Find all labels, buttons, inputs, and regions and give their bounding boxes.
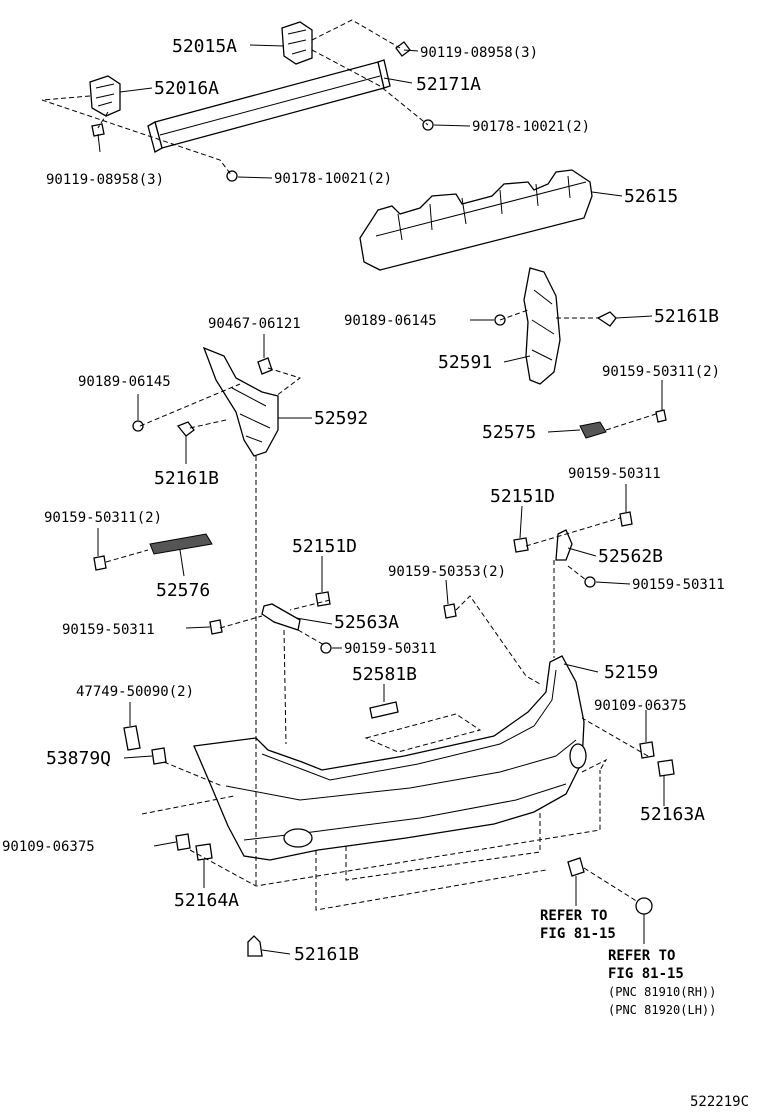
callout-90119-08958-left: 90119-08958(3) bbox=[46, 172, 164, 188]
illustration-code: 522219C bbox=[690, 1094, 749, 1110]
bracket-52016A bbox=[89, 75, 121, 117]
callout-47749-50090: 47749-50090(2) bbox=[76, 684, 194, 700]
callout-labels: 52015A 52016A 52171A 90119-08958(3) 9017… bbox=[2, 36, 749, 1110]
callout-52575: 52575 bbox=[482, 422, 536, 443]
callout-90109-06375-left: 90109-06375 bbox=[2, 839, 95, 855]
callout-90159-50311-a: 90159-50311 bbox=[568, 466, 661, 482]
callout-52151D-right: 52151D bbox=[490, 486, 555, 507]
screw-90189-left bbox=[132, 420, 144, 432]
bolt-90119-left bbox=[91, 123, 105, 153]
bumper-cover-52159 bbox=[193, 655, 587, 861]
callout-52163A: 52163A bbox=[640, 804, 705, 825]
callout-52159: 52159 bbox=[604, 662, 658, 683]
callout-52581B: 52581B bbox=[352, 664, 417, 685]
clip-52151D-left bbox=[315, 591, 331, 607]
callout-52161B-bottom: 52161B bbox=[294, 944, 359, 965]
reinforcement-52171A bbox=[147, 59, 391, 153]
callout-52171A: 52171A bbox=[416, 74, 481, 95]
absorber-52615 bbox=[359, 169, 593, 271]
assembly-lines bbox=[41, 19, 657, 911]
callout-90159-50311-d: 90159-50311 bbox=[344, 641, 437, 657]
clip-52161B-left bbox=[176, 421, 195, 437]
ref-part-81-15-b bbox=[635, 897, 653, 915]
reflector-52581B bbox=[369, 701, 399, 719]
callout-52615: 52615 bbox=[624, 186, 678, 207]
callout-90159-50311-2-right: 90159-50311(2) bbox=[602, 364, 720, 380]
bracket-52562B bbox=[555, 529, 573, 561]
screw-90159-50353 bbox=[443, 603, 457, 619]
screw-90159-52576 bbox=[93, 555, 107, 571]
callout-90189-06145-right: 90189-06145 bbox=[344, 313, 437, 329]
callout-90467-06121: 90467-06121 bbox=[208, 316, 301, 332]
ref-part-81-15-a bbox=[567, 857, 585, 877]
bracket-52563A bbox=[261, 603, 301, 631]
callout-90109-06375-right: 90109-06375 bbox=[594, 698, 687, 714]
callout-90159-50311-c: 90159-50311 bbox=[62, 622, 155, 638]
callout-52562B: 52562B bbox=[598, 546, 663, 567]
screw-90109-right bbox=[639, 741, 655, 759]
refer-to-note-2-line1: REFER TO bbox=[608, 948, 675, 964]
bolt-47749 bbox=[123, 725, 141, 751]
clip-52161B-bottom bbox=[247, 935, 263, 957]
callout-52576: 52576 bbox=[156, 580, 210, 601]
stay-53879Q bbox=[151, 747, 167, 765]
refer-to-note-1-line2: FIG 81-15 bbox=[540, 926, 616, 942]
callout-90119-08958-top: 90119-08958(3) bbox=[420, 45, 538, 61]
clip-52151D-right bbox=[513, 537, 529, 553]
refer-to-note-1-line1: REFER TO bbox=[540, 908, 607, 924]
callout-90159-50311-2-left: 90159-50311(2) bbox=[44, 510, 162, 526]
screw-90109-left bbox=[175, 833, 191, 851]
callout-52164A: 52164A bbox=[174, 890, 239, 911]
retainer-52575 bbox=[579, 421, 607, 439]
callout-52563A: 52563A bbox=[334, 612, 399, 633]
cap-52163A bbox=[657, 759, 675, 777]
callout-52161B-right: 52161B bbox=[654, 306, 719, 327]
callout-52151D-left: 52151D bbox=[292, 536, 357, 557]
clip-52161B-right bbox=[596, 311, 617, 327]
callout-90189-06145-left: 90189-06145 bbox=[78, 374, 171, 390]
callout-52016A: 52016A bbox=[154, 78, 219, 99]
callout-52592: 52592 bbox=[314, 408, 368, 429]
bolt-90119-top bbox=[395, 41, 419, 57]
callout-52161B-left: 52161B bbox=[154, 468, 219, 489]
screw-90159-left-a bbox=[209, 619, 223, 635]
retainer-52592 bbox=[202, 346, 279, 457]
retainer-52591 bbox=[523, 267, 561, 385]
callout-90178-10021-left: 90178-10021(2) bbox=[274, 171, 392, 187]
callout-90178-10021-right: 90178-10021(2) bbox=[472, 119, 590, 135]
callout-52015A: 52015A bbox=[172, 36, 237, 57]
callout-52591: 52591 bbox=[438, 352, 492, 373]
bracket-52015A bbox=[281, 21, 313, 65]
callout-90159-50311-b: 90159-50311 bbox=[632, 577, 725, 593]
refer-to-note-2-line2: FIG 81-15 bbox=[608, 966, 684, 982]
leader-lines bbox=[97, 44, 665, 955]
pnc-lh-note: (PNC 81920(LH)) bbox=[608, 1003, 716, 1017]
callout-90159-50353: 90159-50353(2) bbox=[388, 564, 506, 580]
screw-90159-upper-right bbox=[619, 511, 633, 527]
pnc-rh-note: (PNC 81910(RH)) bbox=[608, 985, 716, 999]
spacer-90467 bbox=[257, 357, 273, 375]
screw-90159-lower-right bbox=[584, 576, 596, 588]
callout-53879Q: 53879Q bbox=[46, 748, 111, 769]
cap-52164A bbox=[195, 843, 213, 861]
retainer-52576 bbox=[149, 533, 213, 555]
screw-90159-left-b bbox=[320, 642, 332, 654]
screw-90159-52575 bbox=[655, 409, 667, 423]
